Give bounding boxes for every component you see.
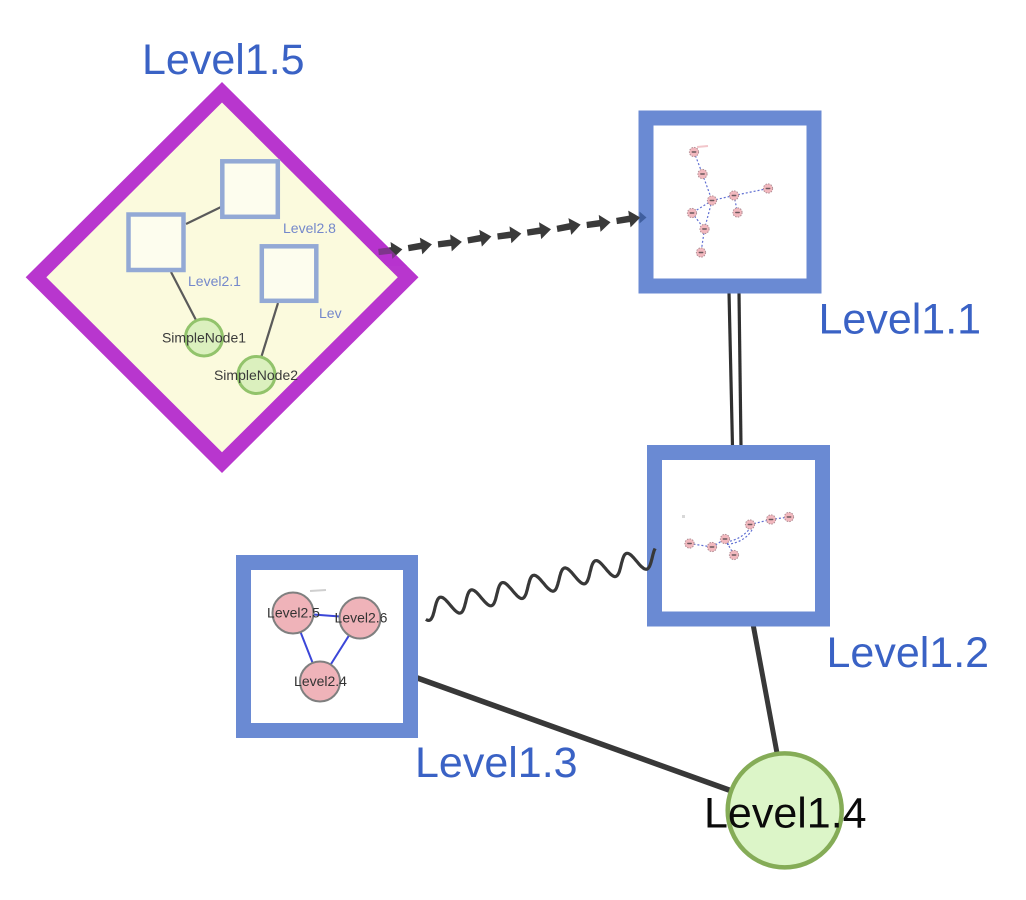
svg-text:Level1.2: Level1.2 <box>827 629 990 677</box>
svg-text:Level2.4: Level2.4 <box>294 673 347 689</box>
svg-text:Level2.6: Level2.6 <box>335 610 388 626</box>
svg-text:Level1.5: Level1.5 <box>142 36 305 84</box>
svg-text:Level1.4: Level1.4 <box>704 790 867 838</box>
svg-text:SimpleNode1: SimpleNode1 <box>162 330 246 346</box>
svg-text:Level2.5: Level2.5 <box>267 605 320 621</box>
svg-text:Level2.1: Level2.1 <box>188 273 241 289</box>
svg-text:Level2.8: Level2.8 <box>283 220 336 236</box>
svg-text:Lev: Lev <box>319 305 342 321</box>
svg-text:Level1.3: Level1.3 <box>415 739 578 787</box>
svg-text:Level1.1: Level1.1 <box>819 296 982 344</box>
svg-text:SimpleNode2: SimpleNode2 <box>214 367 298 383</box>
